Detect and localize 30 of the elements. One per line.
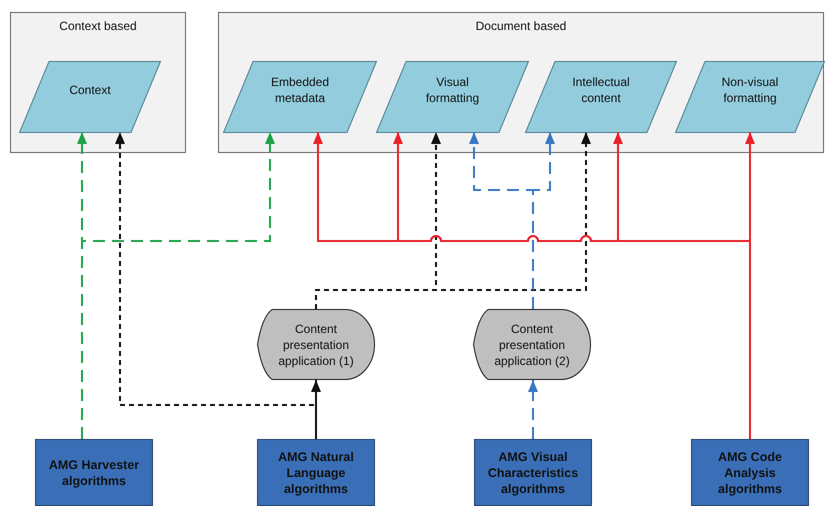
- data-parallelogram: [675, 61, 825, 133]
- node-label: AMG Harvester algorithms: [48, 456, 140, 488]
- node-label: Content presentation application (2): [493, 320, 571, 368]
- arrow: [745, 132, 755, 439]
- arrow: [311, 380, 321, 439]
- process-box: [35, 439, 153, 506]
- group-panel: [10, 12, 186, 153]
- arrow: [528, 380, 538, 439]
- group-title: Document based: [474, 19, 568, 33]
- node-label: AMG Natural Language algorithms: [277, 448, 355, 496]
- process-box: [474, 439, 592, 506]
- display-shape: [257, 309, 375, 380]
- node-label: Content presentation application (1): [277, 320, 355, 368]
- display-shape: [473, 309, 591, 380]
- group-panel: [218, 12, 824, 153]
- process-box: [257, 439, 375, 506]
- process-box: [691, 439, 809, 506]
- node-label: Embedded metadata: [270, 74, 330, 106]
- node-label: AMG Visual Characteristics algorithms: [486, 448, 580, 496]
- node-label: Intellectual content: [571, 74, 631, 106]
- data-parallelogram: [19, 61, 161, 133]
- data-parallelogram: [525, 61, 677, 133]
- node-label: AMG Code Analysis algorithms: [717, 448, 783, 496]
- group-title: Context based: [58, 19, 138, 33]
- data-parallelogram: [376, 61, 529, 133]
- node-label: Visual formatting: [424, 74, 480, 106]
- node-label: Non-visual formatting: [720, 74, 780, 106]
- arrow: [532, 132, 555, 309]
- data-parallelogram: [223, 61, 377, 133]
- node-label: Context: [68, 82, 112, 98]
